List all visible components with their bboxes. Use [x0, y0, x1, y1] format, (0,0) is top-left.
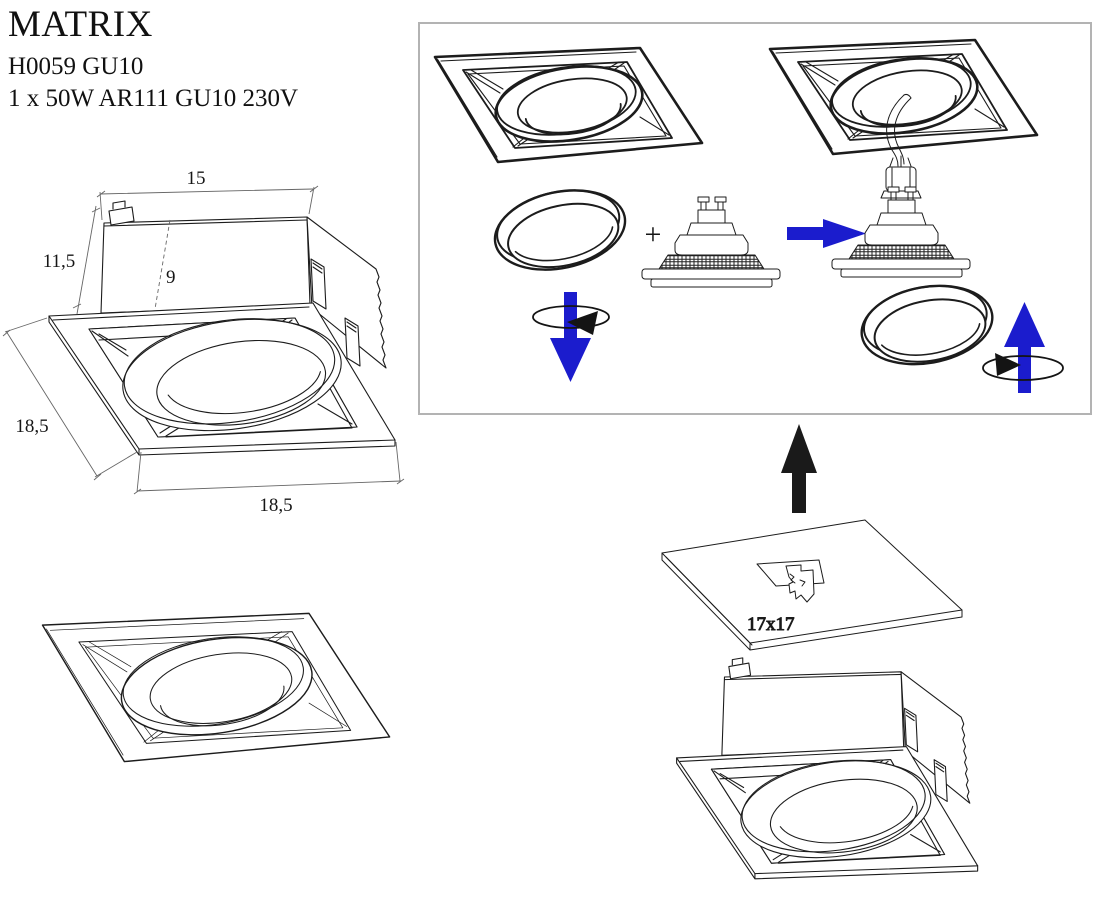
product-spec: 1 x 50W AR111 GU10 230V — [8, 85, 299, 113]
product-header: MATRIX H0059 GU10 1 x 50W AR111 GU10 230… — [8, 4, 299, 113]
dimensioned-fixture-drawing — [48, 200, 396, 456]
fixture-front-view-drawing — [40, 611, 392, 764]
arrow-up-icon — [1004, 302, 1045, 393]
dim-bottom-width: 18,5 — [259, 495, 292, 516]
dim-side-height: 11,5 — [43, 251, 76, 272]
dim-inner-depth: 9 — [166, 267, 176, 288]
rotate-icon — [532, 305, 610, 335]
product-name: MATRIX — [8, 4, 153, 45]
dimension-annotations: 15 11,5 9 18,5 18,5 — [2, 168, 405, 516]
rotate-icon-2 — [982, 353, 1064, 381]
arrow-down-icon — [550, 292, 591, 382]
product-code: H0059 GU10 — [8, 52, 144, 80]
cutout-size-label: 17x17 — [747, 614, 795, 635]
arrow-up-black-icon — [781, 424, 817, 513]
power-cable — [886, 93, 912, 167]
ceiling-cutout-drawing: 17x17 — [661, 519, 963, 651]
dim-left-depth: 18,5 — [15, 416, 48, 437]
fixture-assembled-drawing — [676, 657, 979, 880]
dim-top-width: 15 — [187, 168, 206, 189]
arrow-right-icon — [787, 219, 866, 248]
plus-icon: + — [645, 218, 662, 251]
